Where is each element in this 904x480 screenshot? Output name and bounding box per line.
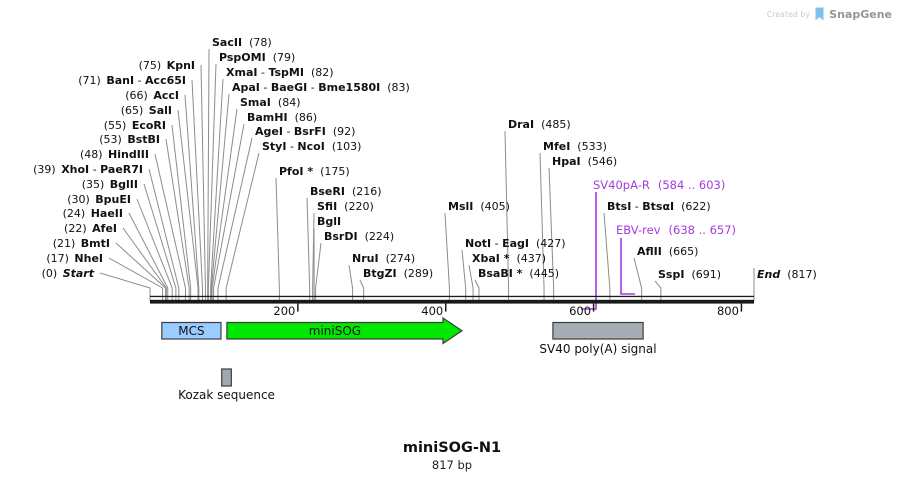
map-title-block: miniSOG-N1 817 bp [0,440,904,472]
enzyme-leader-line [548,167,555,301]
enzyme-label-pspomi: PspOMI(79) [219,51,295,64]
ruler-tick-label: 800 [717,304,739,318]
enzyme-leader-line [468,264,474,301]
feature-minisog [226,316,464,345]
enzyme-leader-line [315,242,322,301]
enzyme-label-bpuei: (30) BpuEI [67,193,131,206]
enzyme-label-start: (0) Start [42,267,95,280]
enzyme-label-drai: DraI(485) [508,118,571,131]
ruler-tick-label: 400 [421,304,443,318]
map-backbone-thin-line [150,295,754,298]
enzyme-label-acci: (66) AccI [125,89,179,102]
map-backbone-thick-line [150,299,754,304]
enzyme-label-aflii: AflII(665) [637,245,698,258]
enzyme-leader-line [210,78,224,301]
feature-kozak [221,368,232,387]
watermark-created-by: Created by [766,10,811,19]
feature-label-sv40-polya: SV40 poly(A) signal [539,342,656,356]
enzyme-label-nrui: NruI(274) [352,252,415,265]
watermark: Created by SnapGene [767,7,892,22]
plasmid-length: 817 bp [431,458,473,472]
enzyme-label-btgzi: BtgZI(289) [363,267,433,280]
enzyme-label-xbai: XbaI *(437) [472,252,546,265]
enzyme-label-hindiii: (48) HindIII [80,148,149,161]
enzyme-leader-line [444,212,450,301]
primer-leader-SV40pA-R [581,192,597,310]
enzyme-label-bsabi: BsaBI *(445) [478,267,559,280]
enzyme-label-sfii: SfiI(220) [317,200,374,213]
enzyme-label-styi-ncoi: StyI - NcoI(103) [262,140,361,153]
enzyme-label-bmti: (21) BmtI [53,237,110,250]
feature-label-kozak: Kozak sequence [178,388,275,402]
enzyme-leader-line [122,227,167,301]
enzyme-label-xhoi-paer7i: (39) XhoI - PaeR7I [33,163,143,176]
enzyme-leader-line [654,280,662,301]
enzyme-label-apai-baegi-bme1580i: ApaI - BaeGI - Bme1580I(83) [232,81,410,94]
enzyme-label-bani-acc65i: (71) BanI - Acc65I [78,74,186,87]
enzyme-leader-line [348,264,354,301]
enzyme-label-btsi-bts-i: BtsI - BtsαI(622) [607,200,711,213]
enzyme-label-bamhi: BamHI(86) [247,111,317,124]
enzyme-label-bgli: BglI [317,215,341,228]
enzyme-label-mfei: MfeI(533) [543,140,607,153]
enzyme-label-smai: SmaI(84) [240,96,301,109]
enzyme-leader-line [633,257,643,301]
enzyme-label-hpai: HpaI(546) [552,155,617,168]
enzyme-label-bglii: (35) BglII [82,178,138,191]
enzyme-label-haeii: (24) HaeII [63,207,123,220]
enzyme-label-nhei: (17) NheI [46,252,103,265]
ruler-tick-label: 600 [569,304,591,318]
enzyme-leader-line [306,197,311,301]
enzyme-label-bseri: BseRI(216) [310,185,382,198]
enzyme-label-sspi: SspI(691) [658,268,721,281]
enzyme-leader-line [474,279,480,301]
feature-sv40-polya [552,321,644,340]
enzyme-label-noti-eagi: NotI - EagI(427) [465,237,566,250]
enzyme-leader-line [184,94,200,301]
enzyme-label-pfoi: PfoI *(175) [279,165,350,178]
enzyme-leader-line [171,124,192,301]
ruler-tick-label: 200 [273,304,295,318]
enzyme-leader-line [225,152,260,301]
snapgene-flag-icon [815,7,824,21]
enzyme-leader-line [108,257,164,301]
primer-label-EBV-rev: EBV-rev(638 .. 657) [616,223,736,237]
enzyme-label-kpni: (75) KpnI [139,59,195,72]
enzyme-label-bstbi: (53) BstBI [99,133,160,146]
enzyme-leader-line [359,279,365,301]
feature-label-minisog: miniSOG [309,324,361,338]
enzyme-leader-line [165,138,190,301]
plasmid-name: miniSOG-N1 [402,440,502,456]
enzyme-label-sacii: SacII(78) [212,36,272,49]
primer-leader-EBV-rev [620,238,635,295]
enzyme-label-sali: (65) SalI [121,104,172,117]
enzyme-label-bsrdi: BsrDI(224) [324,230,394,243]
enzyme-label-end: End(817) [757,268,817,281]
enzyme-label-msli: MslI(405) [448,200,510,213]
enzyme-label-agei-bsrfi: AgeI - BsrFI(92) [255,125,355,138]
enzyme-label-afei: (22) AfeI [64,222,117,235]
feature-label-mcs: MCS [178,324,204,338]
enzyme-leader-line [603,212,611,301]
enzyme-leader-line [461,249,467,301]
enzyme-label-ecori: (55) EcoRI [104,119,166,132]
watermark-brand: SnapGene [829,8,892,21]
enzyme-leader-line [275,177,280,301]
feature-mcs [161,321,222,340]
enzyme-label-xmai-tspmi: XmaI - TspMI(82) [226,66,334,79]
primer-label-SV40pA-R: SV40pA-R(584 .. 603) [593,178,725,192]
